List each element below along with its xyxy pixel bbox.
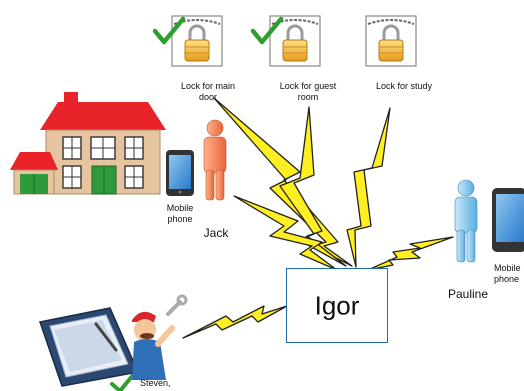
padlock-body [184, 39, 210, 62]
mobile-phone-icon [166, 150, 194, 196]
pauline-phone-label-line2: phone [494, 273, 520, 284]
bolt-pauline [367, 236, 454, 271]
person-jack-icon [203, 119, 227, 201]
padlock-shackle [382, 24, 400, 42]
lock-guest-room-label-line1: Lock for guest [279, 81, 337, 91]
padlock-shackle [286, 24, 304, 42]
lock-study [365, 15, 417, 67]
lock-guest-room-label: Lock for guest room [270, 81, 346, 103]
bolt-lock-guest-room [279, 106, 347, 267]
house-side-roof [10, 152, 58, 170]
drawing-tablet-icon [39, 307, 140, 387]
lock-main-door-label-line2: door [198, 91, 217, 102]
house-icon [10, 92, 166, 195]
padlock-shackle [188, 24, 206, 42]
wrench-icon [166, 294, 188, 316]
lock-study-label: Lock for study [366, 81, 442, 92]
mobile-phone-icon [492, 188, 524, 252]
bolt-lock-study [346, 107, 391, 268]
lock-guest-room-label-line2: room [297, 91, 319, 102]
checkmark-icon [110, 373, 135, 391]
jack-phone-label: Mobile phone [158, 203, 202, 225]
lock-chain [173, 19, 221, 25]
pauline-phone-label: Mobile phone [494, 263, 524, 285]
technician-steven-icon [132, 294, 188, 380]
bolt-steven [182, 305, 288, 339]
checkmark-icon [152, 16, 186, 45]
lightning-bolts [182, 97, 454, 339]
padlock-body [378, 39, 404, 62]
padlock-body [282, 39, 308, 62]
steven-name: Steven, [140, 378, 171, 388]
lock-chain [271, 19, 319, 25]
jack-name: Jack [203, 226, 229, 240]
jack-phone-label-line2: phone [167, 213, 193, 224]
pauline-phone-label-line1: Mobile [494, 263, 521, 273]
checkmark-icon [250, 16, 284, 45]
house-roof [40, 102, 166, 130]
lock-chain [367, 19, 415, 25]
igor-box: Igor [286, 268, 388, 343]
bolt-lock-main-door [213, 97, 353, 267]
lock-main-door-label-line1: Lock for main [180, 81, 236, 91]
pauline-name: Pauline [447, 287, 489, 301]
lock-main-door-label: Lock for main door [172, 81, 244, 103]
jack-phone-label-line1: Mobile [166, 203, 194, 213]
person-pauline-icon [454, 179, 478, 263]
lock-study-label-line1: Lock for study [375, 81, 433, 91]
igor-label: Igor [314, 290, 360, 320]
